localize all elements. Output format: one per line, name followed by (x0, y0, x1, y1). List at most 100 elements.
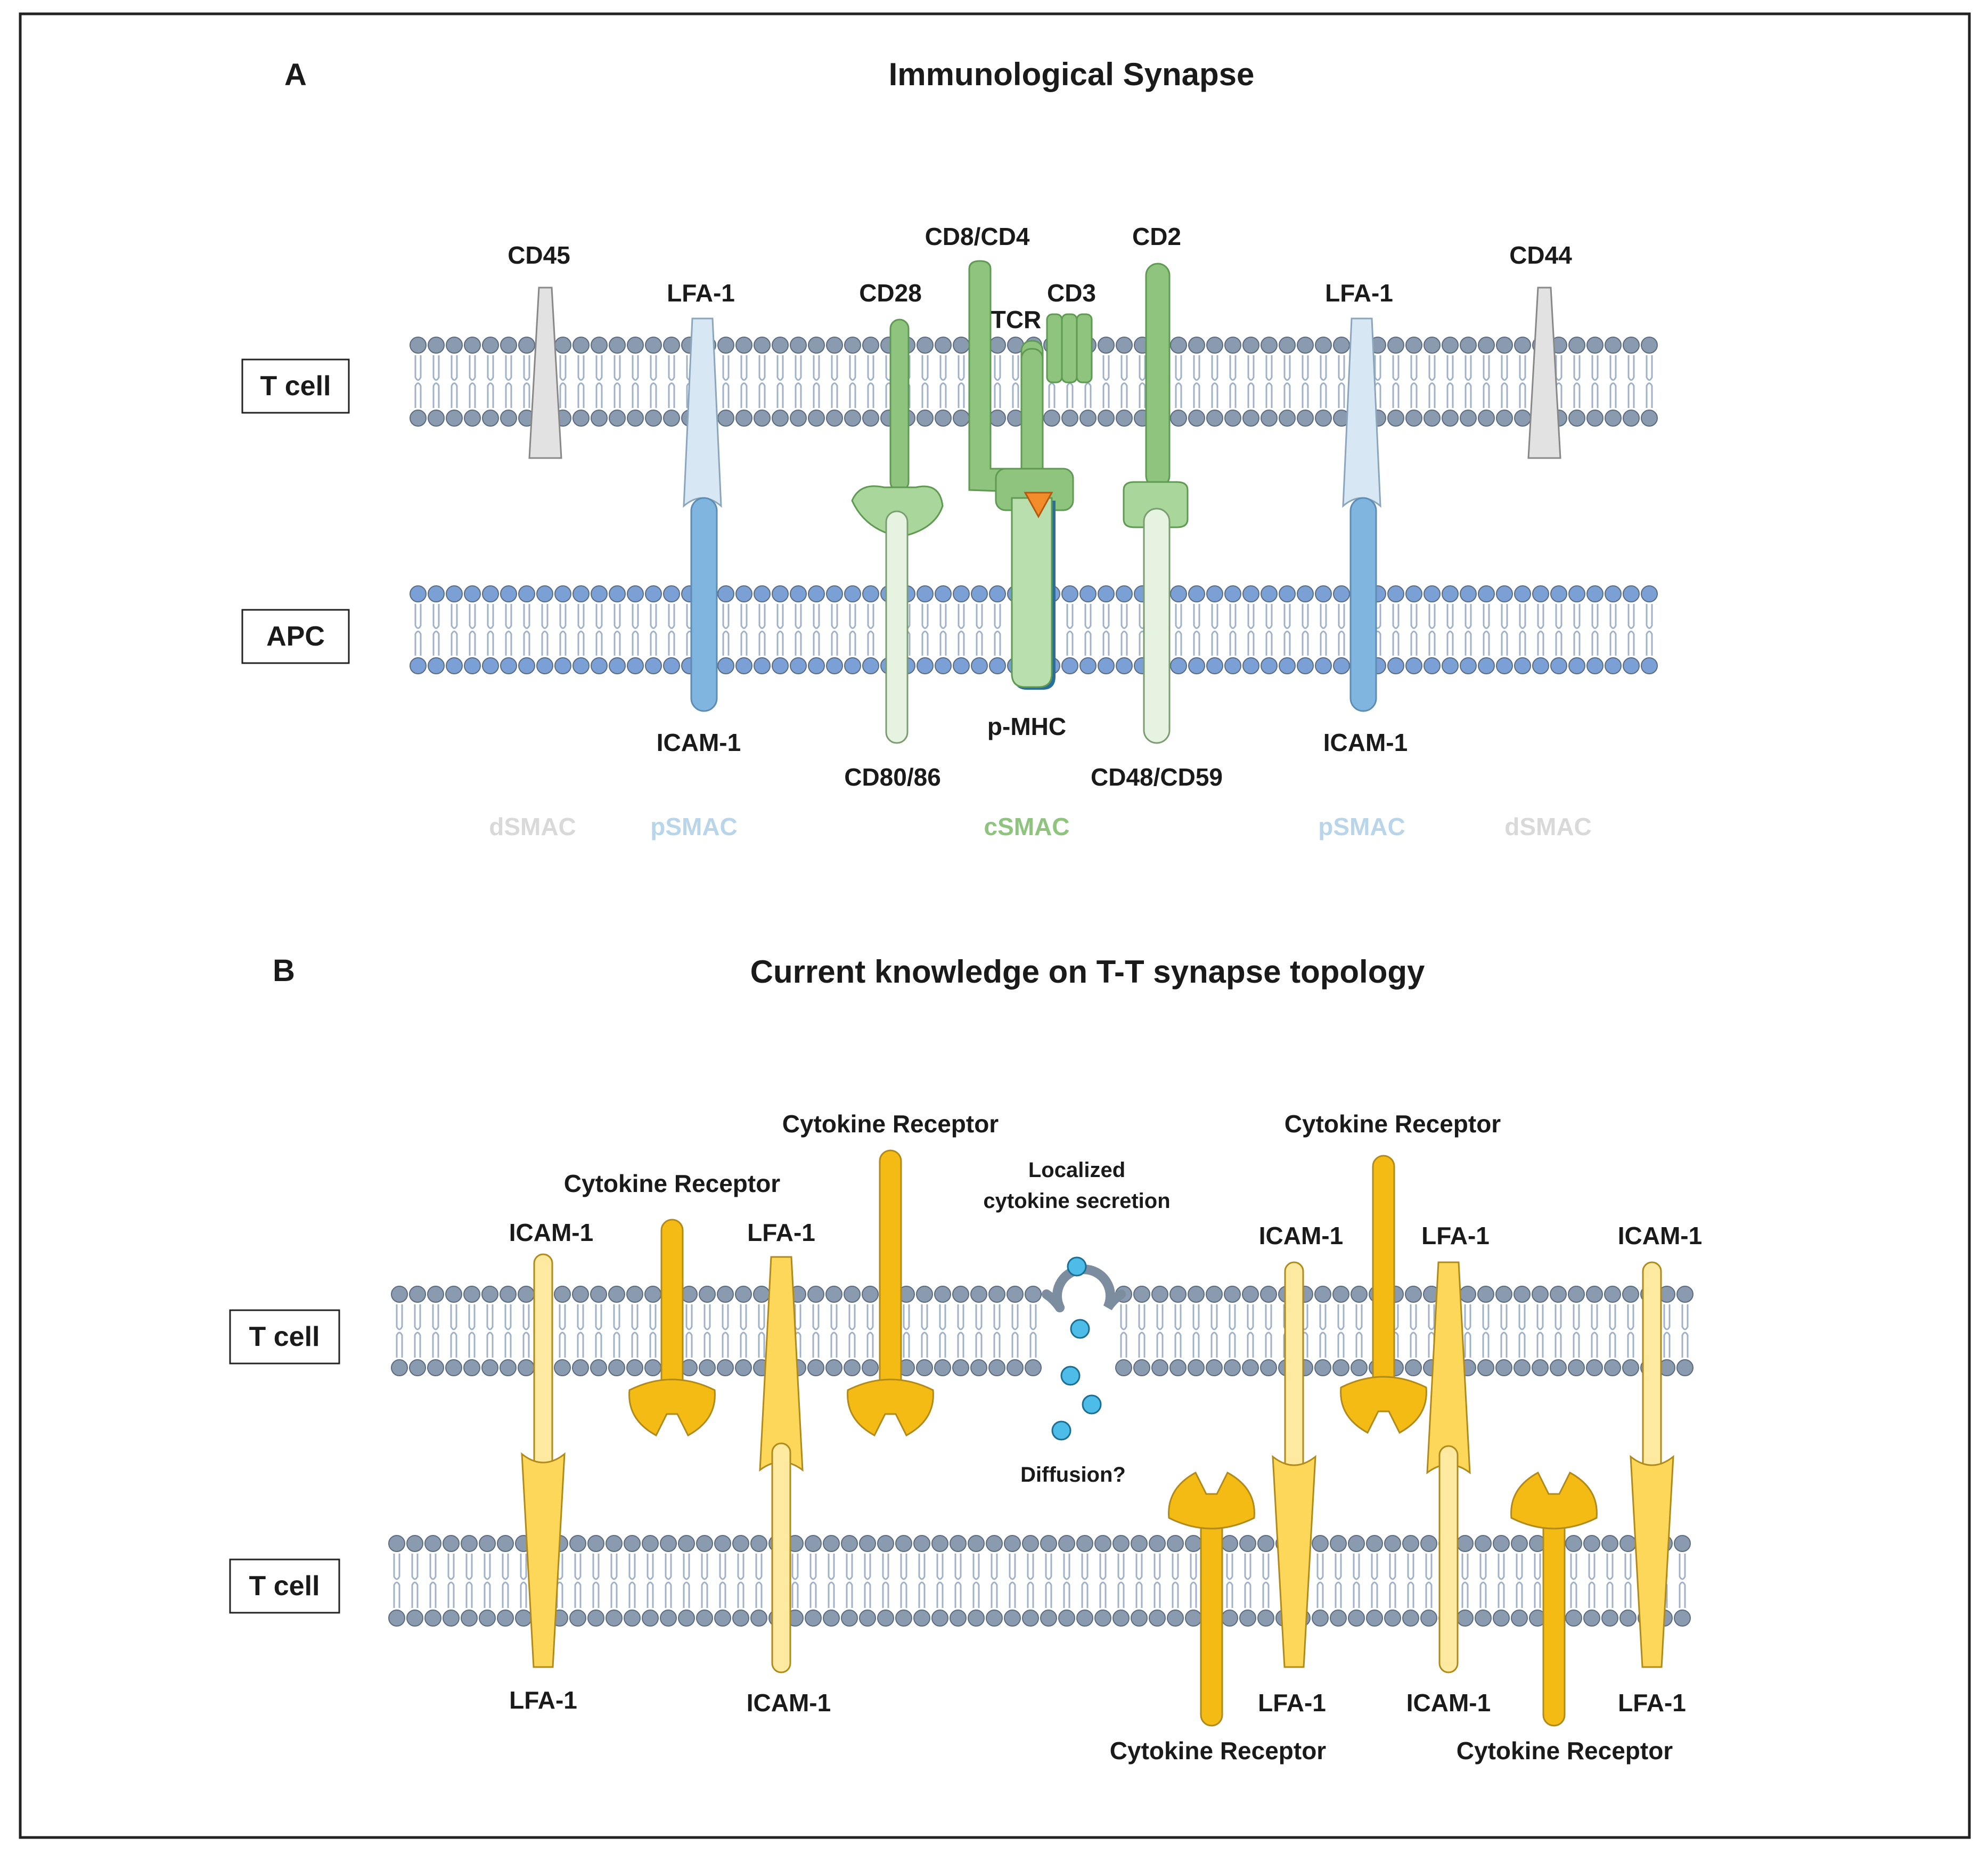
lipid-tail (918, 1581, 926, 1608)
lipid-tail (414, 1304, 421, 1330)
lipid-tail (776, 631, 784, 656)
lipid-head (609, 337, 626, 354)
lipid-head (917, 657, 934, 674)
lipid-tail (791, 1581, 799, 1608)
lipid-head (1478, 337, 1495, 354)
lipid-head (1514, 585, 1531, 602)
lipid-head (717, 657, 734, 674)
lipid-head (518, 585, 535, 602)
lipid-tail (812, 1332, 820, 1358)
lipid-head (569, 1610, 586, 1627)
lipid-tail (1012, 355, 1019, 381)
lipid-tail (831, 631, 838, 656)
lipid-head (1478, 410, 1495, 427)
lfa1-bot-3-molecule (1630, 1455, 1674, 1668)
lipid-tail (1210, 1332, 1218, 1358)
lipid-head (1496, 657, 1513, 674)
lipid-head (1586, 657, 1604, 674)
lipid-tail (1084, 382, 1092, 408)
lipid-head (1170, 657, 1187, 674)
lipid-head (388, 1535, 405, 1552)
lipid-tail (1099, 1554, 1107, 1580)
lipid-head (572, 585, 590, 602)
lipid-head (424, 1535, 441, 1552)
lipid-head (953, 410, 970, 427)
lipid-head (1623, 410, 1640, 427)
lipid-head (410, 410, 427, 427)
lipid-head (1460, 337, 1477, 354)
lipid-tail (577, 1332, 584, 1358)
lipid-head (823, 1610, 840, 1627)
lipid-tail (1446, 604, 1454, 629)
lipid-head (970, 1359, 987, 1376)
lipid-head (1188, 657, 1205, 674)
lipid-head (1025, 1359, 1042, 1376)
lipid-tail (1265, 604, 1273, 629)
lipid-tail (1172, 1581, 1179, 1608)
lipid-head (1457, 1610, 1474, 1627)
lipid-tail (628, 1581, 636, 1608)
lipid-tail (592, 1554, 600, 1580)
lipid-tail (1011, 1304, 1019, 1330)
lipid-tail (520, 1581, 527, 1608)
lipid-tail (795, 631, 802, 656)
lipid-head (1333, 585, 1350, 602)
cd8-cd4-molecule (968, 260, 1048, 494)
lipid-head (1149, 1535, 1166, 1552)
lipid-tail (1353, 1554, 1360, 1580)
lipid-tail (1461, 1581, 1469, 1608)
lipid-head (1169, 1359, 1187, 1376)
lipid-tail (1591, 355, 1599, 381)
lipid-head (590, 1359, 607, 1376)
lipid-head (1514, 657, 1531, 674)
lipid-tail (903, 1332, 910, 1358)
lipid-tail (1302, 631, 1309, 656)
lipid-head (446, 657, 463, 674)
lipid-tail (1338, 631, 1345, 656)
lipid-tail (848, 1304, 856, 1330)
lipid-head (1568, 410, 1585, 427)
lipid-tail (414, 604, 422, 629)
lipid-tail (1192, 1304, 1200, 1330)
lipid-tail (469, 355, 476, 381)
lipid-tail (954, 1581, 962, 1608)
lipid-head (1206, 1359, 1223, 1376)
lipid-tail (1410, 355, 1418, 381)
lipid-tail (429, 1554, 437, 1580)
panel-b: B Current knowledge on T-T synapse topol… (229, 953, 1702, 1765)
lipid-head (807, 1359, 824, 1376)
lipid-head (1478, 657, 1495, 674)
lipid-tail (1117, 1554, 1125, 1580)
lipid-tail (1624, 1581, 1632, 1608)
lipid-head (1384, 1610, 1401, 1627)
icam1-top-3-label: ICAM-1 (1618, 1222, 1702, 1249)
lipid-head (591, 337, 608, 354)
cytorec-top-3-label: Cytokine Receptor (1285, 1110, 1501, 1138)
lipid-head (1079, 657, 1097, 674)
cd3-label: CD3 (1047, 279, 1096, 307)
lipid-head (554, 585, 571, 602)
lipid-head (1641, 585, 1658, 602)
lipid-head (1676, 1359, 1694, 1376)
lipid-head (500, 1286, 517, 1303)
cd8-cd4-label: CD8/CD4 (925, 223, 1030, 250)
lipid-tail (649, 1332, 657, 1358)
lipid-tail (1392, 382, 1400, 408)
lipid-tail (432, 1332, 439, 1358)
lipid-tail (1679, 1581, 1686, 1608)
lipid-tail (484, 1581, 491, 1608)
lipid-head (750, 1610, 767, 1627)
lipid-head (717, 1286, 734, 1303)
lipid-head (1151, 1359, 1168, 1376)
lipid-tail (683, 1581, 690, 1608)
lipid-tail (685, 1304, 693, 1330)
lipid-tail (722, 382, 730, 408)
cd80-86-label: CD80/86 (844, 763, 941, 791)
tcell-label-b2: T cell (249, 1571, 320, 1602)
lipid-tail (1190, 1581, 1197, 1608)
lipid-head (410, 337, 427, 354)
lipid-head (1061, 657, 1078, 674)
lipid-head (1279, 337, 1296, 354)
lipid-tail (740, 631, 748, 656)
lipid-head (482, 410, 499, 427)
